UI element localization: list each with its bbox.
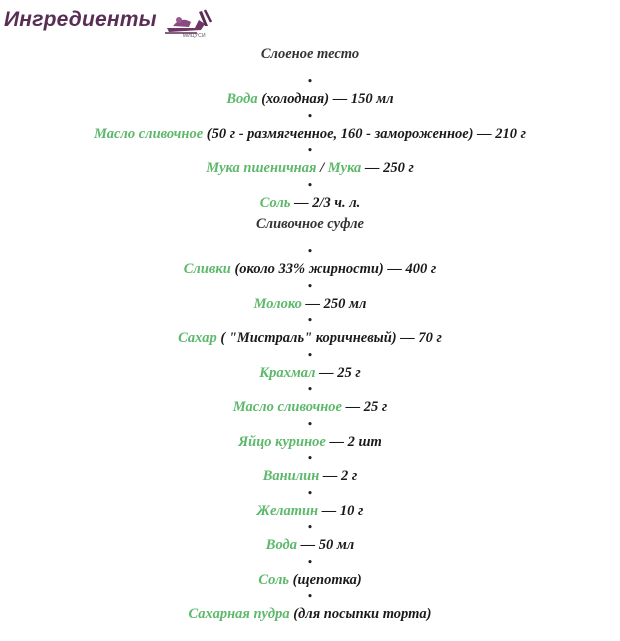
ingredient-name[interactable]: Мука <box>327 160 362 176</box>
ingredient-name[interactable]: Масло сливочное <box>94 125 204 142</box>
ingredient-name[interactable]: Мука пшеничная <box>206 160 317 176</box>
bullet-icon <box>0 180 620 192</box>
ingredient-item: Ванилин — 2 г <box>0 465 620 488</box>
bullet-icon <box>0 419 620 431</box>
page-header: Ингредиенты МИЦУСИ <box>4 6 219 40</box>
ingredient-name[interactable]: Ванилин <box>262 468 320 484</box>
ingredient-detail: (холодная) — 150 мл <box>257 91 394 107</box>
bullet-icon <box>0 76 620 88</box>
ingredient-name[interactable]: Молоко <box>253 295 302 312</box>
ingredient-name[interactable]: Сахар <box>178 330 217 346</box>
ingredient-item: Вода (холодная) — 150 мл <box>0 88 620 111</box>
ingredient-name[interactable]: Крахмал <box>259 364 316 381</box>
ingredient-name[interactable]: Масло сливочное <box>232 399 342 415</box>
ingredient-item: Вода — 50 мл <box>0 534 620 557</box>
bullet-icon <box>0 488 620 500</box>
logo: МИЦУСИ <box>161 6 219 40</box>
ingredient-item: Желатин — 10 г <box>0 500 620 523</box>
page-title: Ингредиенты <box>4 8 157 31</box>
ingredient-detail: — 50 мл <box>296 537 355 553</box>
ingredient-detail: (50 г - размягченное, 160 - замороженное… <box>203 125 526 142</box>
ingredient-name[interactable]: Яйцо куриное <box>238 433 326 450</box>
cooking-logo-icon <box>164 9 212 34</box>
bullet-icon <box>0 315 620 327</box>
ingredient-detail: — 2 шт <box>325 433 382 450</box>
ingredient-name[interactable]: Вода <box>265 537 297 553</box>
ingredient-detail: — 250 г <box>361 160 414 176</box>
ingredient-detail: (для посыпки торта) <box>289 606 432 622</box>
ingredient-name[interactable]: Сливки <box>183 261 231 277</box>
bullet-icon <box>0 453 620 465</box>
bullet-icon <box>0 145 620 157</box>
bullet-icon <box>0 522 620 534</box>
bullet-icon <box>0 111 620 123</box>
ingredient-item: Молоко — 250 мл <box>0 293 620 316</box>
ingredient-detail: ( "Мистраль" коричневый) — 70 г <box>216 330 442 346</box>
ingredient-item: Масло сливочное (50 г - размягченное, 16… <box>0 123 620 146</box>
bullet-icon <box>0 384 620 396</box>
ingredient-detail: — 2/3 ч. л. <box>290 194 361 211</box>
bullet-icon <box>0 350 620 362</box>
ingredient-item: Мука пшеничная / Мука — 250 г <box>0 157 620 180</box>
ingredient-detail: — 25 г <box>315 364 361 381</box>
ingredients-content: Слоеное тестоВода (холодная) — 150 мл Мас… <box>0 44 620 626</box>
ingredient-item: Масло сливочное — 25 г <box>0 396 620 419</box>
bullet-icon <box>0 281 620 293</box>
ingredient-detail: — 10 г <box>318 502 364 519</box>
bullet-icon <box>0 591 620 603</box>
ingredient-name[interactable]: Соль <box>258 571 290 588</box>
ingredient-detail: — 250 мл <box>301 295 367 312</box>
ingredient-detail: — 25 г <box>341 399 388 415</box>
ingredient-name[interactable]: Желатин <box>256 502 319 519</box>
ingredient-detail: (около 33% жирности) — 400 г <box>230 261 437 277</box>
ingredient-item: Сахарная пудра (для посыпки торта) <box>0 603 620 626</box>
ingredient-item: Яйцо куриное — 2 шт <box>0 431 620 454</box>
ingredient-name[interactable]: Вода <box>226 91 258 107</box>
ingredient-item: Сахар ( "Мистраль" коричневый) — 70 г <box>0 327 620 350</box>
ingredient-detail: — 2 г <box>319 468 358 484</box>
bullet-icon <box>0 557 620 569</box>
ingredient-item: Сливки (около 33% жирности) — 400 г <box>0 258 620 281</box>
logo-caption: МИЦУСИ <box>182 33 206 39</box>
ingredient-detail: (щепотка) <box>289 571 362 588</box>
ingredient-detail: / <box>316 160 328 176</box>
bullet-icon <box>0 246 620 258</box>
ingredient-item: Крахмал — 25 г <box>0 362 620 385</box>
ingredient-item: Соль (щепотка) <box>0 569 620 592</box>
section-title: Слоеное тесто <box>260 46 360 62</box>
ingredient-item: Соль — 2/3 ч. л. <box>0 192 620 215</box>
ingredient-name[interactable]: Соль <box>259 194 291 211</box>
ingredient-name[interactable]: Сахарная пудра <box>188 606 290 622</box>
section-title: Сливочное суфле <box>256 216 364 232</box>
